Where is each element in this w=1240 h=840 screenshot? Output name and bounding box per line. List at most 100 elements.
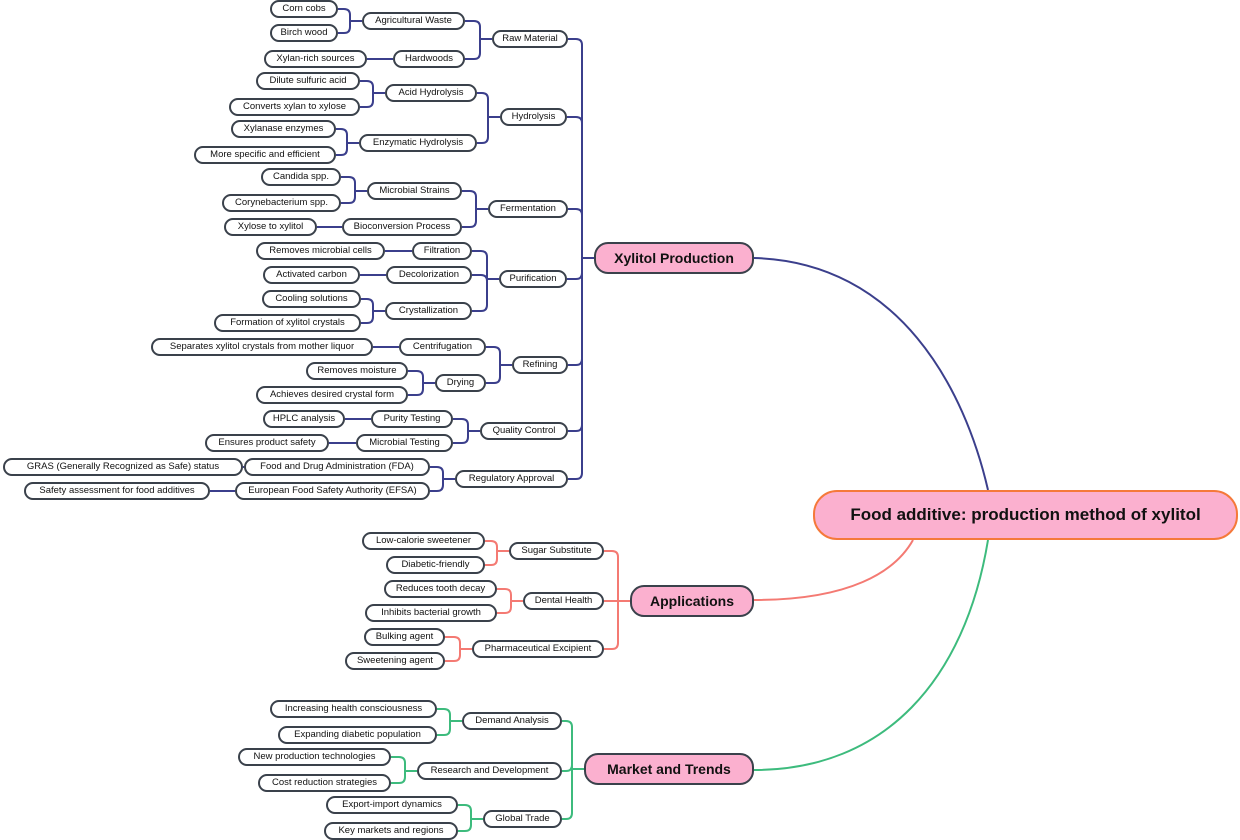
detail-node[interactable]: Candida spp. bbox=[261, 168, 341, 186]
connector-line bbox=[485, 550, 509, 566]
root-connector-curve bbox=[753, 539, 914, 601]
detail-node[interactable]: Agricultural Waste bbox=[362, 12, 465, 30]
connector-line bbox=[458, 818, 483, 832]
detail-node[interactable]: Export-import dynamics bbox=[326, 796, 458, 814]
detail-node[interactable]: Key markets and regions bbox=[324, 822, 458, 840]
connector-line bbox=[604, 600, 630, 650]
connector-line bbox=[462, 190, 488, 210]
connector-line bbox=[486, 364, 512, 384]
connector-line bbox=[336, 142, 359, 156]
connector-line bbox=[497, 588, 523, 602]
detail-node[interactable]: Safety assessment for food additives bbox=[24, 482, 210, 500]
detail-node[interactable]: Ensures product safety bbox=[205, 434, 329, 452]
connector-line bbox=[408, 370, 435, 384]
connector-line bbox=[568, 38, 594, 259]
detail-node[interactable]: Reduces tooth decay bbox=[384, 580, 497, 598]
subtopic-node[interactable]: Quality Control bbox=[480, 422, 568, 440]
detail-node[interactable]: Xylanase enzymes bbox=[231, 120, 336, 138]
connector-line bbox=[430, 466, 455, 480]
main-topic-node[interactable]: Market and Trends bbox=[584, 753, 754, 785]
detail-node[interactable]: Formation of xylitol crystals bbox=[214, 314, 361, 332]
connector-line bbox=[472, 278, 499, 312]
detail-node[interactable]: Enzymatic Hydrolysis bbox=[359, 134, 477, 152]
subtopic-node[interactable]: Regulatory Approval bbox=[455, 470, 568, 488]
detail-node[interactable]: Removes moisture bbox=[306, 362, 408, 380]
detail-node[interactable]: Bulking agent bbox=[364, 628, 445, 646]
connector-line bbox=[408, 382, 435, 396]
detail-node[interactable]: Low-calorie sweetener bbox=[362, 532, 485, 550]
subtopic-node[interactable]: Refining bbox=[512, 356, 568, 374]
detail-node[interactable]: GRAS (Generally Recognized as Safe) stat… bbox=[3, 458, 243, 476]
detail-node[interactable]: Sweetening agent bbox=[345, 652, 445, 670]
detail-node[interactable]: Increasing health consciousness bbox=[270, 700, 437, 718]
detail-node[interactable]: Purity Testing bbox=[371, 410, 453, 428]
subtopic-node[interactable]: Dental Health bbox=[523, 592, 604, 610]
subtopic-node[interactable]: Fermentation bbox=[488, 200, 568, 218]
connector-line bbox=[341, 190, 367, 204]
connector-line bbox=[486, 346, 512, 366]
connector-line bbox=[437, 720, 462, 736]
detail-node[interactable]: Filtration bbox=[412, 242, 472, 260]
detail-node[interactable]: Removes microbial cells bbox=[256, 242, 385, 260]
detail-node[interactable]: Xylan-rich sources bbox=[264, 50, 367, 68]
detail-node[interactable]: Diabetic-friendly bbox=[386, 556, 485, 574]
root-connector-curve bbox=[753, 257, 989, 491]
detail-node[interactable]: Acid Hydrolysis bbox=[385, 84, 477, 102]
detail-node[interactable]: HPLC analysis bbox=[263, 410, 345, 428]
detail-node[interactable]: Cooling solutions bbox=[262, 290, 361, 308]
detail-node[interactable]: New production technologies bbox=[238, 748, 391, 766]
connector-line bbox=[497, 600, 523, 614]
detail-node[interactable]: Expanding diabetic population bbox=[278, 726, 437, 744]
subtopic-node[interactable]: Research and Development bbox=[417, 762, 562, 780]
detail-node[interactable]: Achieves desired crystal form bbox=[256, 386, 408, 404]
detail-node[interactable]: Corn cobs bbox=[270, 0, 338, 18]
connector-line bbox=[391, 770, 417, 784]
connector-line bbox=[341, 176, 367, 192]
main-topic-node[interactable]: Xylitol Production bbox=[594, 242, 754, 274]
detail-node[interactable]: Bioconversion Process bbox=[342, 218, 462, 236]
detail-node[interactable]: Drying bbox=[435, 374, 486, 392]
detail-node[interactable]: Microbial Testing bbox=[356, 434, 453, 452]
detail-node[interactable]: Activated carbon bbox=[263, 266, 360, 284]
connector-line bbox=[430, 478, 455, 492]
detail-node[interactable]: Birch wood bbox=[270, 24, 338, 42]
connector-line bbox=[562, 768, 584, 820]
connector-line bbox=[567, 116, 594, 259]
connector-line bbox=[567, 257, 594, 280]
root-node[interactable]: Food additive: production method of xyli… bbox=[813, 490, 1238, 540]
connector-line bbox=[437, 708, 462, 722]
subtopic-node[interactable]: Raw Material bbox=[492, 30, 568, 48]
detail-node[interactable]: Inhibits bacterial growth bbox=[365, 604, 497, 622]
subtopic-node[interactable]: Pharmaceutical Excipient bbox=[472, 640, 604, 658]
connector-line bbox=[562, 764, 584, 772]
connector-line bbox=[458, 804, 483, 820]
detail-node[interactable]: Food and Drug Administration (FDA) bbox=[244, 458, 430, 476]
detail-node[interactable]: Hardwoods bbox=[393, 50, 465, 68]
detail-node[interactable]: Cost reduction strategies bbox=[258, 774, 391, 792]
detail-node[interactable]: European Food Safety Authority (EFSA) bbox=[235, 482, 430, 500]
detail-node[interactable]: Separates xylitol crystals from mother l… bbox=[151, 338, 373, 356]
main-topic-node[interactable]: Applications bbox=[630, 585, 754, 617]
detail-node[interactable]: Crystallization bbox=[385, 302, 472, 320]
detail-node[interactable]: Microbial Strains bbox=[367, 182, 462, 200]
connector-line bbox=[477, 92, 500, 118]
subtopic-node[interactable]: Sugar Substitute bbox=[509, 542, 604, 560]
connector-line bbox=[562, 720, 584, 770]
detail-node[interactable]: Corynebacterium spp. bbox=[222, 194, 341, 212]
detail-node[interactable]: Dilute sulfuric acid bbox=[256, 72, 360, 90]
subtopic-node[interactable]: Demand Analysis bbox=[462, 712, 562, 730]
connector-line bbox=[568, 208, 594, 259]
connector-line bbox=[465, 38, 492, 60]
connector-line bbox=[360, 92, 385, 108]
subtopic-node[interactable]: Purification bbox=[499, 270, 567, 288]
detail-node[interactable]: Decolorization bbox=[386, 266, 472, 284]
subtopic-node[interactable]: Global Trade bbox=[483, 810, 562, 828]
subtopic-node[interactable]: Hydrolysis bbox=[500, 108, 567, 126]
connector-line bbox=[361, 310, 385, 324]
detail-node[interactable]: Xylose to xylitol bbox=[224, 218, 317, 236]
detail-node[interactable]: More specific and efficient bbox=[194, 146, 336, 164]
detail-node[interactable]: Converts xylan to xylose bbox=[229, 98, 360, 116]
detail-node[interactable]: Centrifugation bbox=[399, 338, 486, 356]
